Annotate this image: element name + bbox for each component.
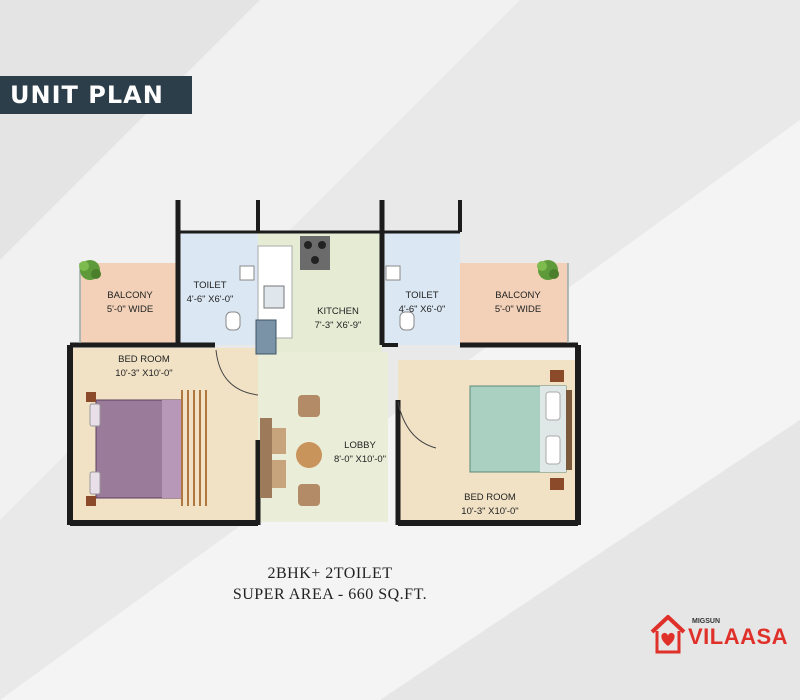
sofa-icon <box>260 418 286 498</box>
unit-plan-title: UNIT PLAN <box>0 76 192 114</box>
balcony-left-name: BALCONY <box>107 290 153 301</box>
house-heart-icon <box>650 615 686 654</box>
stove-icon <box>300 236 330 270</box>
rug-left-icon <box>181 390 207 506</box>
floor-plan: BALCONY 5'-0" WIDE TOILET 4'-6" X6'-0" K… <box>67 200 581 526</box>
toilet-right-washbasin-icon <box>385 265 401 281</box>
toilet-left-name: TOILET <box>193 280 226 291</box>
kitchen-name: KITCHEN <box>317 306 359 317</box>
bedroom-right-size: 10'-3" X10'-0" <box>461 506 518 517</box>
bed-right-icon <box>469 370 572 490</box>
walls <box>67 200 581 526</box>
balcony-right-name: BALCONY <box>495 290 541 301</box>
kitchen-size: 7'-3" X6'-9" <box>315 320 362 331</box>
bedroom-right-door-swing <box>397 401 437 449</box>
lobby-name: LOBBY <box>344 440 376 451</box>
unit-configuration: 2BHK+ 2TOILET <box>267 565 393 582</box>
plant-right-icon <box>537 260 559 280</box>
kitchen-sink-icon <box>263 285 285 309</box>
balcony-left-size: 5'-0" WIDE <box>107 304 153 315</box>
toilet-right-size: 4'-6" X6'-0" <box>399 304 446 315</box>
toilet-left-wc-icon <box>225 311 241 331</box>
logo-brand-text: VILAASA <box>688 624 789 649</box>
toilet-left-washbasin-icon <box>239 265 255 281</box>
bed-left-icon <box>86 392 183 506</box>
vilaasa-logo: MIGSUN VILAASA <box>650 610 788 660</box>
bedroom-left-size: 10'-3" X10'-0" <box>115 368 172 379</box>
lobby-door-swing <box>215 349 259 396</box>
toilet-left-floor <box>178 232 258 345</box>
balcony-right-size: 5'-0" WIDE <box>495 304 541 315</box>
toilet-left-size: 4'-6" X6'-0" <box>187 294 234 305</box>
logo-small-text: MIGSUN <box>692 618 720 625</box>
toilet-right-wc-icon <box>399 311 415 331</box>
lobby-size: 8'-0" X10'-0" <box>334 454 386 465</box>
plant-left-icon <box>79 260 101 280</box>
fridge-icon <box>255 319 277 355</box>
toilet-right-floor <box>382 232 460 345</box>
dining-set-icon <box>296 395 322 506</box>
bedroom-right-name: BED ROOM <box>464 492 516 503</box>
balcony-railings <box>79 263 569 343</box>
super-area: SUPER AREA - 660 SQ.FT. <box>232 586 428 603</box>
toilet-right-name: TOILET <box>405 290 438 301</box>
bedroom-left-name: BED ROOM <box>118 354 170 365</box>
